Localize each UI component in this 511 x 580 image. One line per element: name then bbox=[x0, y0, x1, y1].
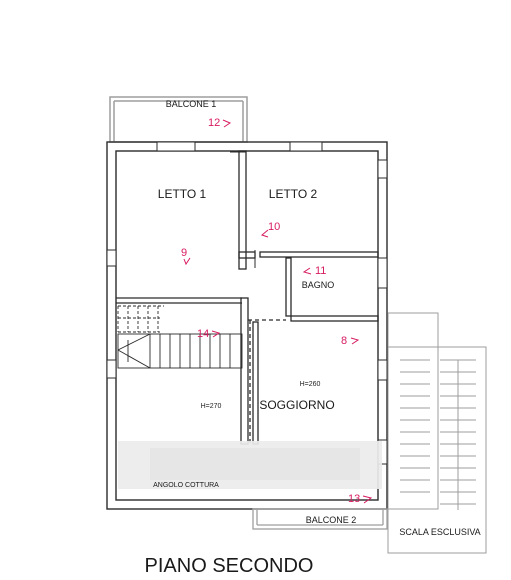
letto-1-label: LETTO 1 bbox=[158, 187, 207, 201]
photo-marker-9: 9 bbox=[181, 247, 187, 259]
photo-marker-12: 12 bbox=[208, 117, 220, 129]
photo-marker-11: 11 bbox=[315, 265, 326, 277]
balcone-2-label: BALCONE 2 bbox=[306, 515, 357, 525]
balcone-1-label: BALCONE 1 bbox=[166, 99, 217, 109]
photo-marker-8: 8 bbox=[341, 335, 347, 347]
scala-esclusiva-outline bbox=[387, 312, 487, 554]
marker-arrows bbox=[183, 119, 373, 504]
stair bbox=[117, 305, 243, 369]
height-soggiorno: H=260 bbox=[300, 381, 321, 388]
height-left: H=270 bbox=[201, 403, 222, 410]
balcone-2-outline bbox=[252, 508, 388, 530]
photo-marker-14: 14 bbox=[197, 328, 209, 340]
soggiorno-label: SOGGIORNO bbox=[259, 398, 334, 412]
angolo-cottura-label: ANGOLO COTTURA bbox=[153, 482, 219, 489]
bagno-label: BAGNO bbox=[302, 280, 335, 290]
door-marks bbox=[230, 151, 256, 268]
outer-walls bbox=[106, 141, 388, 510]
redaction-band-inner bbox=[150, 448, 360, 480]
scala-esclusiva-label: SCALA ESCLUSIVA bbox=[399, 527, 480, 537]
interior-walls bbox=[116, 150, 379, 445]
photo-marker-13: 13 bbox=[348, 493, 360, 505]
letto-2-label: LETTO 2 bbox=[269, 187, 318, 201]
photo-marker-10: 10 bbox=[268, 221, 280, 233]
window-marks bbox=[106, 141, 388, 465]
page-title: PIANO SECONDO bbox=[145, 555, 314, 577]
